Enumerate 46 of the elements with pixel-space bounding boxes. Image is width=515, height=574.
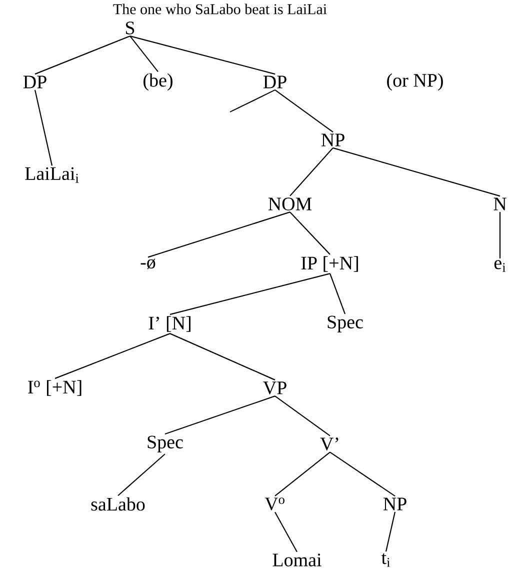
tree-branch [230,89,276,112]
tree-label: -ø [140,258,156,270]
tree-branch [329,273,346,314]
tree-label: t$_{i}$ [381,553,390,567]
tree-label: LaiLai$_{i}$ [25,167,79,183]
tree-branch [274,452,330,496]
tree-branch [34,36,130,75]
tree-label: V$^{o}$ [264,498,284,510]
tree-branch [170,333,276,380]
tree-label: V’ [320,438,338,450]
tree-label: Spec [148,436,183,452]
tree-label: NP [321,134,344,146]
tree-label: I$^{o}$ [+N] [28,380,82,396]
tree-label: IP [+N] [301,256,358,272]
annotation: (or NP) [387,73,443,91]
tree-branch [499,212,501,258]
tree-branch [274,512,298,552]
tree-branch [274,90,334,133]
tree-label: NOM [268,198,312,210]
tree-branch [54,333,170,379]
tree-branch [330,452,396,497]
tree-branch [130,36,276,75]
tree-branch [332,147,500,197]
tree-label: Lomai [272,554,322,566]
tree-branch [130,36,158,72]
tree-label: S [126,22,134,34]
tree-branch [170,273,330,315]
tree-label: (be) [144,73,172,91]
tree-branch [290,148,334,196]
tree-branch [290,212,330,255]
tree-label: N [494,198,506,210]
tree-branch [148,212,290,258]
tree-label: DP [263,76,286,88]
tree-branch [164,396,276,434]
tree-branch [118,454,166,496]
tree-branch [274,396,330,436]
tree-label: e$_{i}$ [494,260,506,272]
tree-branch [385,512,396,552]
tree-label: NP [383,498,406,510]
title: The one who SaLabo beat is LaiLai [113,4,327,14]
tree-branch [34,90,53,166]
tree-label: I’ [N] [148,316,190,332]
tree-label: DP [23,76,46,88]
tree-label: saLabo [91,497,145,511]
tree-label: Spec [328,316,363,332]
tree-label: VP [263,382,286,394]
